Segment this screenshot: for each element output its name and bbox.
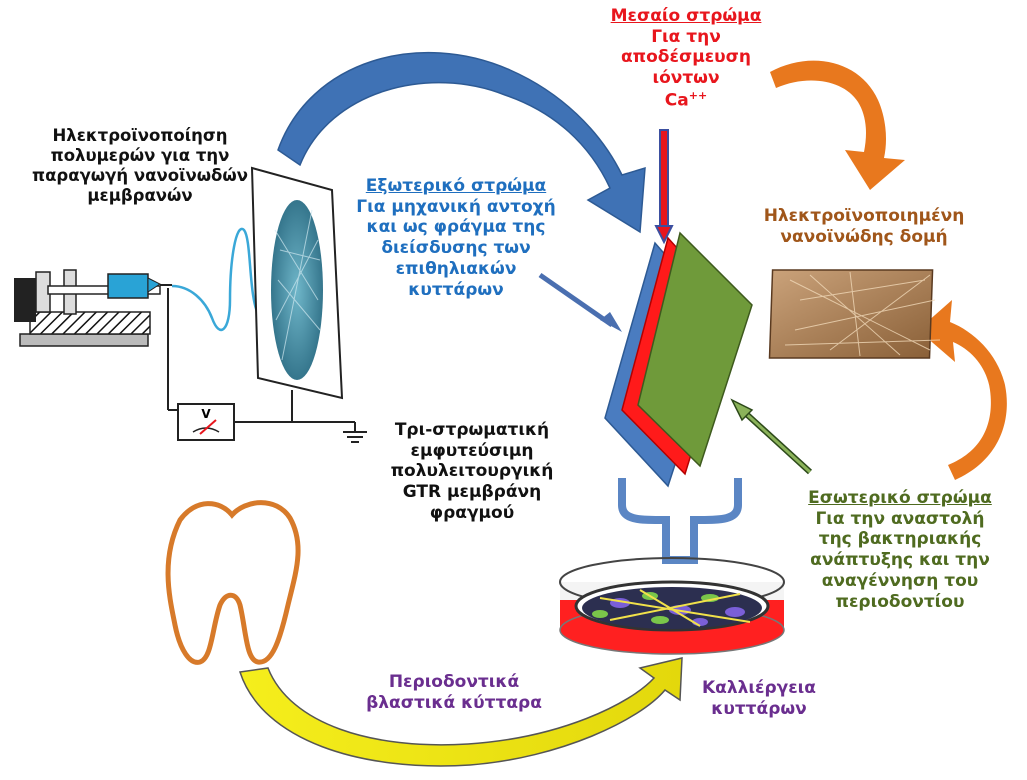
yellow-arrow	[239, 657, 683, 767]
voltmeter-icon	[177, 403, 235, 441]
middle-layer-arrow	[654, 129, 674, 245]
tri-layer-membrane	[604, 231, 753, 488]
cell-culture-label: Καλλιέργεια κυττάρων	[702, 678, 816, 719]
middle-layer-label: Μεσαίο στρώμα Για την αποδέσμευση ιόντων…	[610, 6, 762, 111]
pdl-cells-label: Περιοδοντικά βλαστικά κύτταρα	[366, 672, 542, 713]
electrospinning-label: Ηλεκτροϊνοποίηση πολυμερών για την παραγ…	[32, 126, 248, 206]
cell	[592, 610, 608, 618]
syringe-icon	[107, 273, 149, 299]
inner-green-layer	[637, 231, 753, 468]
nanofibrous-label: Ηλεκτροϊνοποιημένη νανοϊνώδης δομή	[763, 206, 965, 247]
bracket	[618, 478, 742, 564]
cell	[651, 616, 669, 624]
orange-arrow-top	[770, 60, 905, 191]
membrane-label: Τρι-στρωματική εμφυτεύσιμη πολυλειτουργι…	[390, 420, 554, 523]
tooth-icon	[165, 500, 301, 665]
big-transfer-arrow	[277, 51, 646, 234]
fiber-mat	[271, 200, 323, 380]
voltmeter-label: V	[201, 407, 211, 421]
inner-layer-label: Εσωτερικό στρώμα Για την αναστολή της βα…	[808, 488, 992, 612]
nanofibrous-pad-image	[768, 269, 941, 359]
petri-dish	[559, 557, 785, 655]
cell	[725, 607, 745, 617]
electrospinning-setup: V	[14, 166, 367, 443]
outer-layer-arrow	[538, 272, 622, 332]
outer-layer-label: Εξωτερικό στρώμα Για μηχανική αντοχή και…	[356, 176, 556, 300]
orange-arrow-right	[918, 300, 1007, 480]
inner-layer-arrow	[730, 398, 813, 475]
